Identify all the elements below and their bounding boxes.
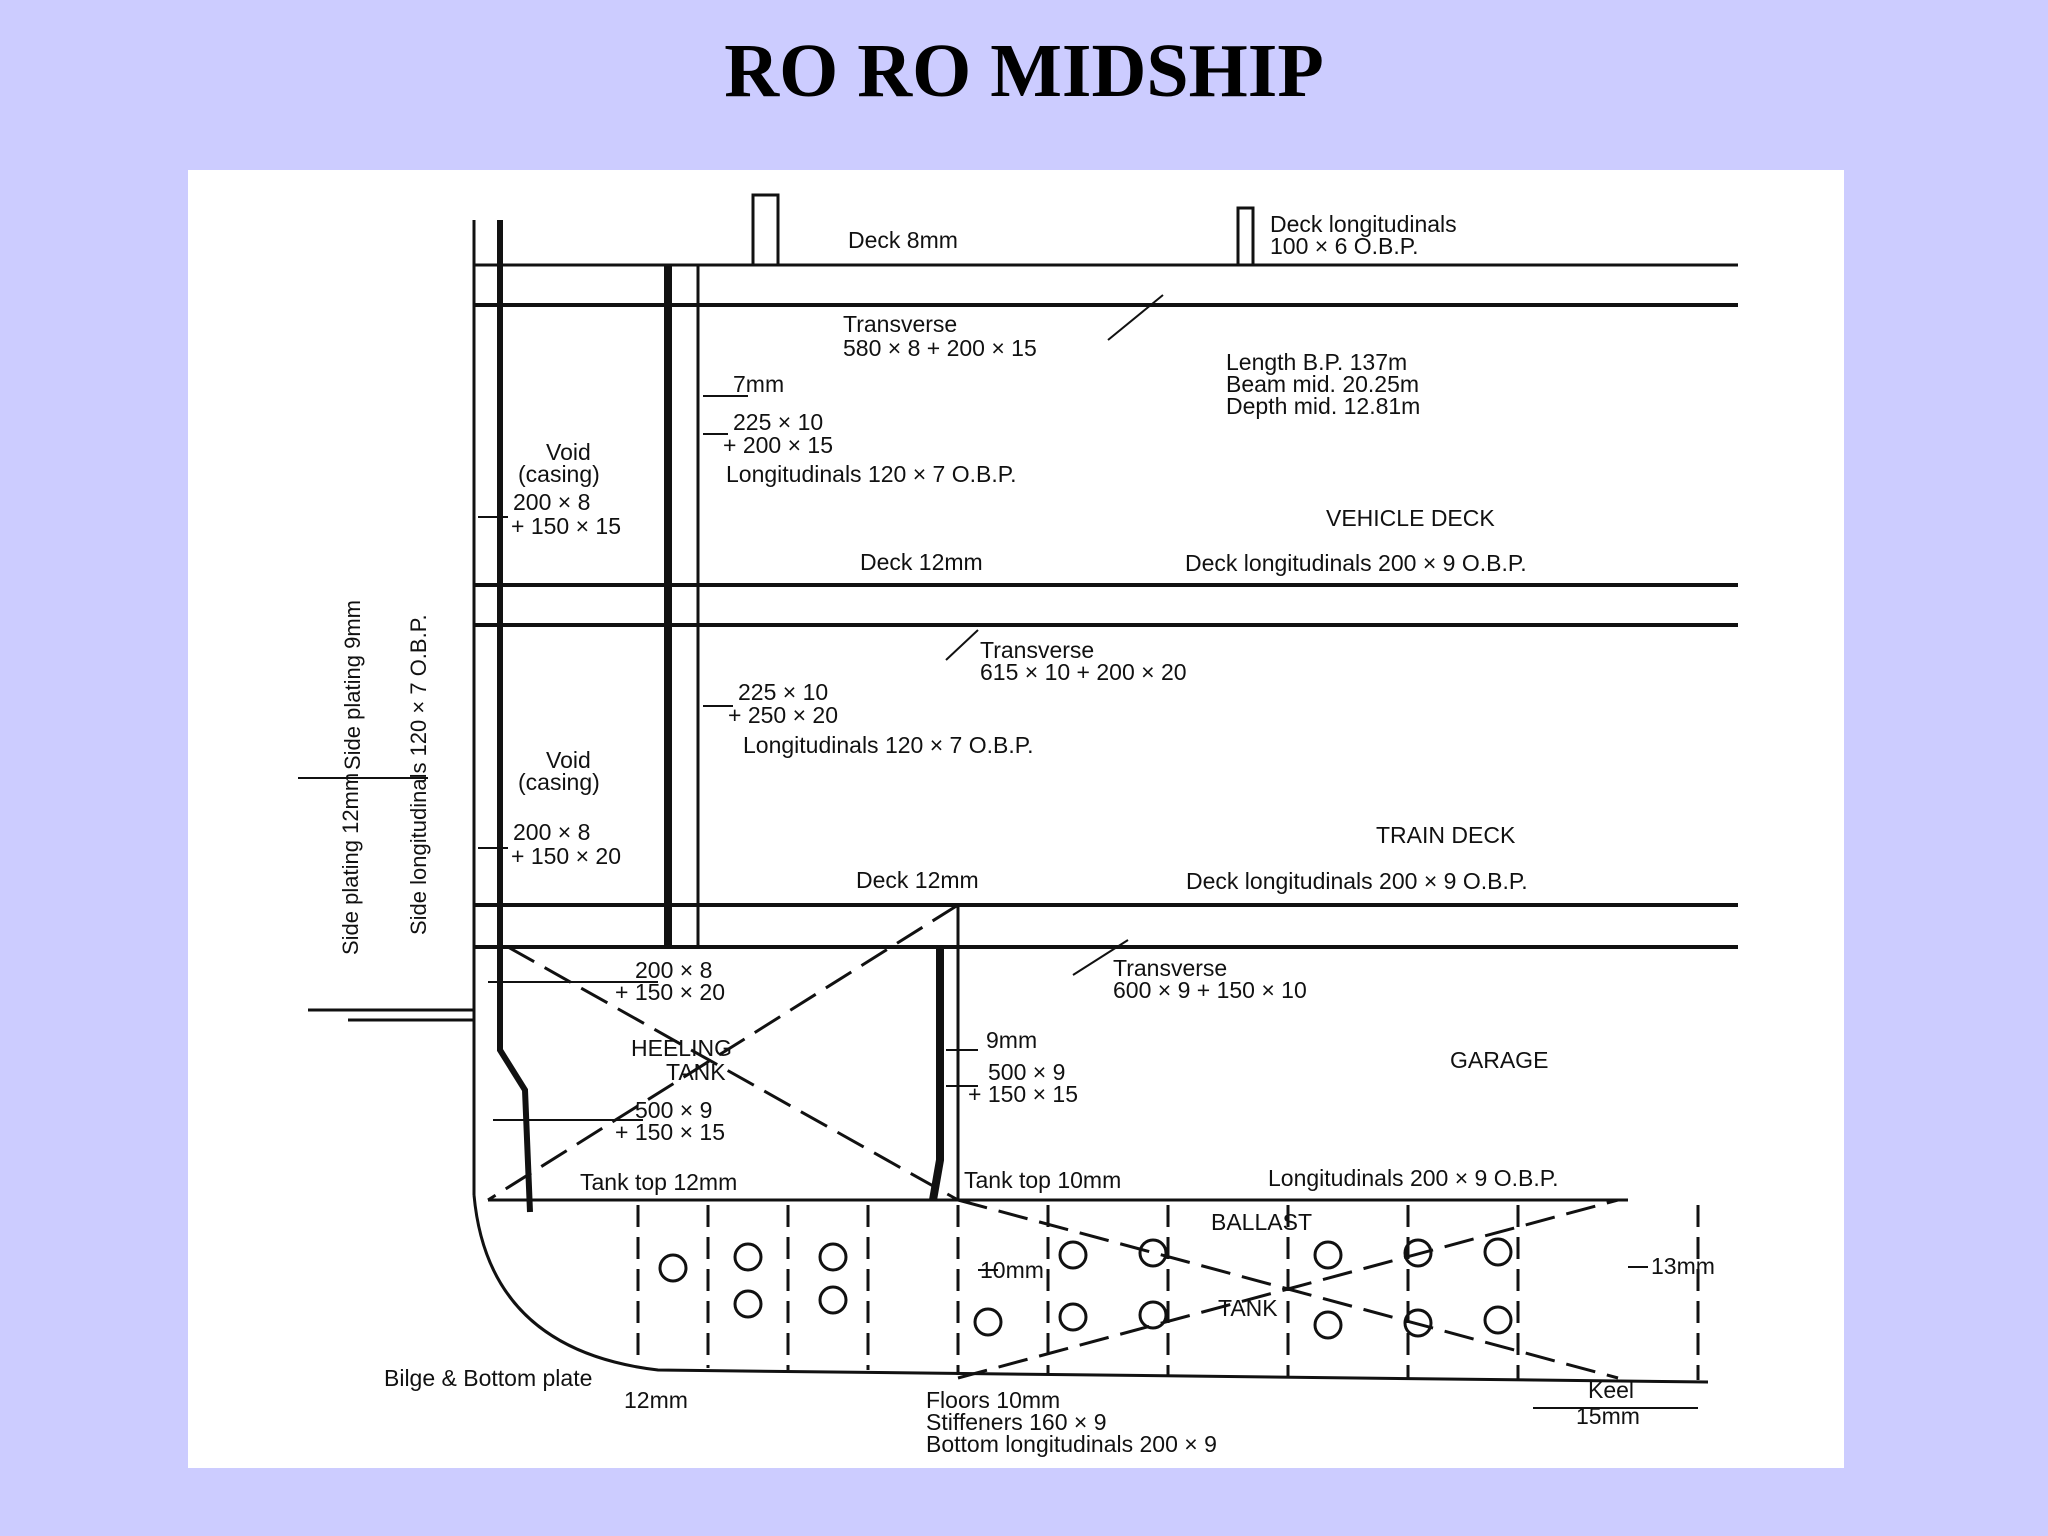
label-deck-longitudinals-1: Deck longitudinals — [1270, 211, 1457, 237]
label-transverse-1b: 580 × 8 + 200 × 15 — [843, 335, 1037, 361]
label-heeling-web: 200 × 8 — [635, 957, 712, 983]
label-void-2: Void — [546, 747, 591, 773]
label-side-longitudinals: Side longitudinals 120 × 7 O.B.P. — [406, 614, 431, 935]
label-heeling-tank: HEELING — [631, 1035, 732, 1061]
label-13mm: 13mm — [1651, 1253, 1715, 1279]
label-void-web-1: 200 × 8 — [513, 489, 590, 515]
label-stiffeners: Stiffeners 160 × 9 — [926, 1409, 1107, 1435]
label-web-3b: + 150 × 15 — [968, 1081, 1078, 1107]
label-bottom-longitudinals: Bottom longitudinals 200 × 9 — [926, 1431, 1217, 1457]
label-heeling-web-2b: + 150 × 15 — [615, 1119, 725, 1145]
label-web-2: 225 × 10 — [738, 679, 828, 705]
label-longitudinals-1: Longitudinals 120 × 7 O.B.P. — [726, 461, 1017, 487]
label-keel: Keel — [1588, 1377, 1634, 1403]
label-deck-12-a: Deck 12mm — [860, 549, 983, 575]
label-garage: GARAGE — [1450, 1047, 1548, 1073]
label-web-1: 225 × 10 — [733, 409, 823, 435]
label-keel-thickness: 15mm — [1576, 1403, 1640, 1429]
label-tank: TANK — [1218, 1295, 1278, 1321]
label-heeling-web-2: 500 × 9 — [635, 1097, 712, 1123]
slide-title: RO RO MIDSHIP — [724, 29, 1324, 113]
heeling-tank-diagonal-2 — [487, 903, 959, 1202]
diagram-svg: lines data-name="centreline" x1="1430" y… — [298, 193, 1738, 1457]
label-void-web-2: 200 × 8 — [513, 819, 590, 845]
label-deck-longitudinals-1b: 100 × 6 O.B.P. — [1270, 233, 1419, 259]
hatch-coaming-right — [1236, 206, 1255, 265]
floor-stiffeners — [636, 1205, 1700, 1380]
label-depth: Depth mid. 12.81m — [1226, 393, 1420, 419]
label-deck-longitudinals-3: Deck longitudinals 200 × 9 O.B.P. — [1186, 868, 1528, 894]
train-deck-plating — [474, 903, 1738, 949]
heeling-tank-bulkhead — [929, 947, 944, 1201]
label-void-1b: (casing) — [518, 461, 600, 487]
hatch-coaming-left — [751, 193, 780, 265]
label-deck-12-b: Deck 12mm — [856, 867, 979, 893]
label-void-2b: (casing) — [518, 769, 600, 795]
label-upper-deck: Deck 8mm — [848, 227, 958, 253]
label-transverse-3b: 600 × 9 + 150 × 10 — [1113, 977, 1307, 1003]
label-10mm: 10mm — [980, 1257, 1044, 1283]
label-ballast: BALLAST — [1211, 1209, 1312, 1235]
label-void-web-1b: + 150 × 15 — [511, 513, 621, 539]
label-transverse-2: Transverse — [980, 637, 1094, 663]
label-beam: Beam mid. 20.25m — [1226, 371, 1419, 397]
midship-section-diagram: lines data-name="centreline" x1="1430" y… — [188, 170, 1844, 1468]
label-transverse-2b: 615 × 10 + 200 × 20 — [980, 659, 1187, 685]
heeling-tank-diagonal-1 — [507, 945, 959, 1202]
lightening-holes — [658, 1237, 1513, 1340]
label-longitudinals-3: Longitudinals 200 × 9 O.B.P. — [1268, 1165, 1559, 1191]
label-longitudinals-2: Longitudinals 120 × 7 O.B.P. — [743, 732, 1034, 758]
label-side-plating-9mm: Side plating 9mm — [340, 600, 365, 770]
bilge-and-bottom-plate — [472, 1194, 1709, 1384]
label-train-deck: TRAIN DECK — [1376, 822, 1516, 848]
vehicle-deck-plating — [474, 583, 1738, 627]
label-web-1b: + 200 × 15 — [723, 432, 833, 458]
label-bilge-bottom-plate: Bilge & Bottom plate — [384, 1365, 592, 1391]
label-bilge-bottom-plate-thickness: 12mm — [624, 1387, 688, 1413]
label-transverse-1: Transverse — [843, 311, 957, 337]
label-plate-9mm: 9mm — [986, 1027, 1037, 1053]
label-void-web-2b: + 150 × 20 — [511, 843, 621, 869]
label-side-plating-12mm: Side plating 12mm — [338, 773, 363, 955]
label-vehicle-deck: VEHICLE DECK — [1326, 505, 1495, 531]
label-transverse-3: Transverse — [1113, 955, 1227, 981]
label-deck-longitudinals-2: Deck longitudinals 200 × 9 O.B.P. — [1185, 550, 1527, 576]
label-heeling-webb: + 150 × 20 — [615, 979, 725, 1005]
label-web-2b: + 250 × 20 — [728, 702, 838, 728]
label-heeling-tankb: TANK — [666, 1059, 726, 1085]
inner-side-plating — [497, 220, 533, 1213]
label-plate-7mm: 7mm — [733, 371, 784, 397]
label-floors: Floors 10mm — [926, 1387, 1060, 1413]
label-void-1: Void — [546, 439, 591, 465]
label-length: Length B.P. 137m — [1226, 349, 1407, 375]
label-web-3: 500 × 9 — [988, 1059, 1065, 1085]
upper-deck — [474, 263, 1738, 307]
label-tank-top-12mm: Tank top 12mm — [580, 1169, 737, 1195]
label-tank-top-10mm: Tank top 10mm — [964, 1167, 1121, 1193]
